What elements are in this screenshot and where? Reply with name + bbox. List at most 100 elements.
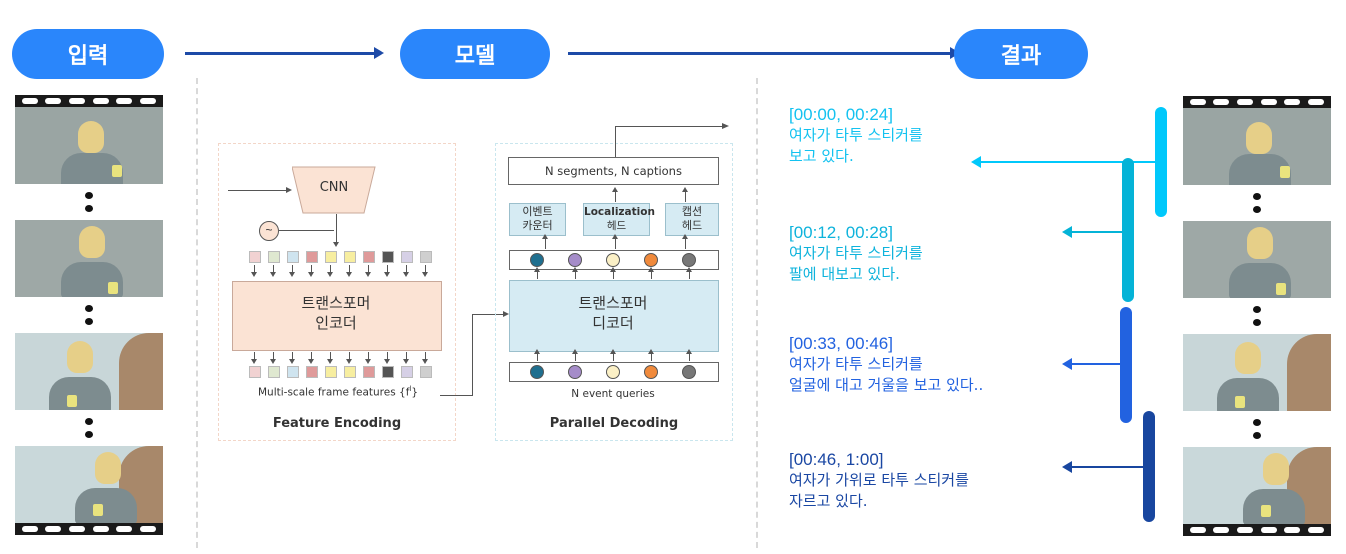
- result-caption-line1: 여자가 타투 스티커를: [789, 355, 923, 373]
- video-frame: [15, 107, 163, 184]
- feature-token: [306, 366, 318, 378]
- video-frame: [1183, 447, 1331, 524]
- token-down-arrow: [251, 265, 257, 277]
- token-down-arrow: [422, 265, 428, 277]
- event-query-circle: [682, 253, 696, 267]
- result-caption-line2: 팔에 대보고 있다.: [789, 265, 900, 283]
- features-brace: }: [411, 386, 419, 399]
- stage-input-label: 입력: [67, 44, 109, 69]
- connector-arrowhead: [503, 311, 509, 317]
- feature-token: [420, 251, 432, 263]
- token-down-arrow: [308, 352, 314, 364]
- feature-token: [306, 251, 318, 263]
- event-query-circle: [568, 253, 582, 267]
- feature-token: [344, 366, 356, 378]
- result-caption-line2: 얼굴에 대고 거울을 보고 있다..: [789, 376, 984, 394]
- event-query-circle: [530, 253, 544, 267]
- event-counter-line1: 이벤트: [522, 205, 553, 218]
- token-down-arrow: [365, 265, 371, 277]
- positional-encoding-icon: ~: [259, 221, 279, 241]
- result-item-3: [00:33, 00:46] 여자가 타투 스티커를 얼굴에 대고 거울을 보고…: [789, 333, 983, 396]
- input-arrow-head: [286, 187, 292, 193]
- feature-token: [325, 251, 337, 263]
- query-up-arrow: [610, 267, 616, 279]
- result-timestamp: [00:33, 00:46]: [789, 334, 893, 353]
- head-up-arrow: [612, 187, 618, 202]
- cnn-down-arrow: [333, 214, 339, 247]
- event-query-circle: [606, 253, 620, 267]
- head-up-arrow: [682, 187, 688, 202]
- feature-token: [382, 366, 394, 378]
- token-down-arrow: [384, 265, 390, 277]
- event-query-circle: [682, 365, 696, 379]
- query-up-arrow: [686, 349, 692, 361]
- decoder-label-line2: 디코더: [592, 314, 634, 332]
- query-up-arrow: [610, 349, 616, 361]
- connector-v: [472, 314, 473, 396]
- result-timestamp: [00:12, 00:28]: [789, 223, 893, 242]
- cnn-block: [292, 166, 376, 214]
- film-sprocket-top: [1183, 96, 1331, 108]
- parallel-decoding-title: Parallel Decoding: [549, 416, 679, 431]
- result-film-strip: [1183, 96, 1331, 536]
- token-down-arrow: [422, 352, 428, 364]
- token-down-arrow: [251, 352, 257, 364]
- feature-token: [401, 366, 413, 378]
- n-segments-captions-box: N segments, N captions: [508, 157, 719, 185]
- video-frame: [15, 333, 163, 410]
- result-item-1: [00:00, 00:24] 여자가 타투 스티커를 보고 있다.: [789, 104, 923, 167]
- segment-bar-1: [1155, 107, 1167, 217]
- ellipsis-dots: [15, 297, 163, 333]
- ellipsis-dots: [15, 410, 163, 446]
- input-film-strip: [15, 95, 163, 535]
- features-superscript: l: [409, 385, 412, 393]
- output-line-h: [615, 126, 723, 127]
- stage-model-pill: 모델: [400, 29, 550, 79]
- stage-result-pill: 결과: [954, 29, 1088, 79]
- video-frame: [1183, 108, 1331, 185]
- query-up-arrow: [534, 349, 540, 361]
- query-up-arrow: [534, 267, 540, 279]
- segment-bar-4: [1143, 411, 1155, 522]
- token-down-arrow: [289, 352, 295, 364]
- token-down-arrow: [289, 265, 295, 277]
- event-queries-label: N event queries: [571, 388, 655, 400]
- segment-bar-3: [1120, 307, 1132, 423]
- token-down-arrow: [270, 265, 276, 277]
- query-up-arrow: [648, 349, 654, 361]
- caption-head-line1: 캡션: [681, 205, 703, 218]
- film-sprocket-bottom: [1183, 524, 1331, 536]
- divider-left: [196, 78, 198, 548]
- feature-token: [268, 251, 280, 263]
- cnn-label: CNN: [319, 180, 349, 195]
- query-up-arrow: [572, 349, 578, 361]
- feature-token: [287, 251, 299, 263]
- query-up-arrow: [572, 267, 578, 279]
- segment-pointer-1: [971, 156, 1161, 168]
- token-down-arrow: [308, 265, 314, 277]
- flow-arrow-input-to-model: [185, 47, 384, 59]
- head-up-arrow: [612, 234, 618, 249]
- connector-h1: [440, 395, 472, 396]
- feature-token: [363, 366, 375, 378]
- stage-result-label: 결과: [1000, 44, 1042, 69]
- result-caption-line1: 여자가 가위로 타투 스티커를: [789, 471, 969, 489]
- segment-pointer-3: [1062, 358, 1126, 370]
- caption-head-line2: 헤드: [681, 219, 703, 232]
- feature-token: [287, 366, 299, 378]
- token-down-arrow: [346, 352, 352, 364]
- feature-token: [401, 251, 413, 263]
- result-caption-line2: 보고 있다.: [789, 147, 854, 165]
- localization-line1: Localization: [584, 206, 655, 218]
- result-caption-line2: 자르고 있다.: [789, 492, 868, 510]
- query-up-arrow: [686, 267, 692, 279]
- feature-token: [249, 366, 261, 378]
- ellipsis-dots: [1183, 298, 1331, 334]
- result-item-4: [00:46, 1:00] 여자가 가위로 타투 스티커를 자르고 있다.: [789, 449, 969, 512]
- ellipsis-dots: [1183, 411, 1331, 447]
- feature-token: [363, 251, 375, 263]
- output-arrowhead: [722, 123, 729, 129]
